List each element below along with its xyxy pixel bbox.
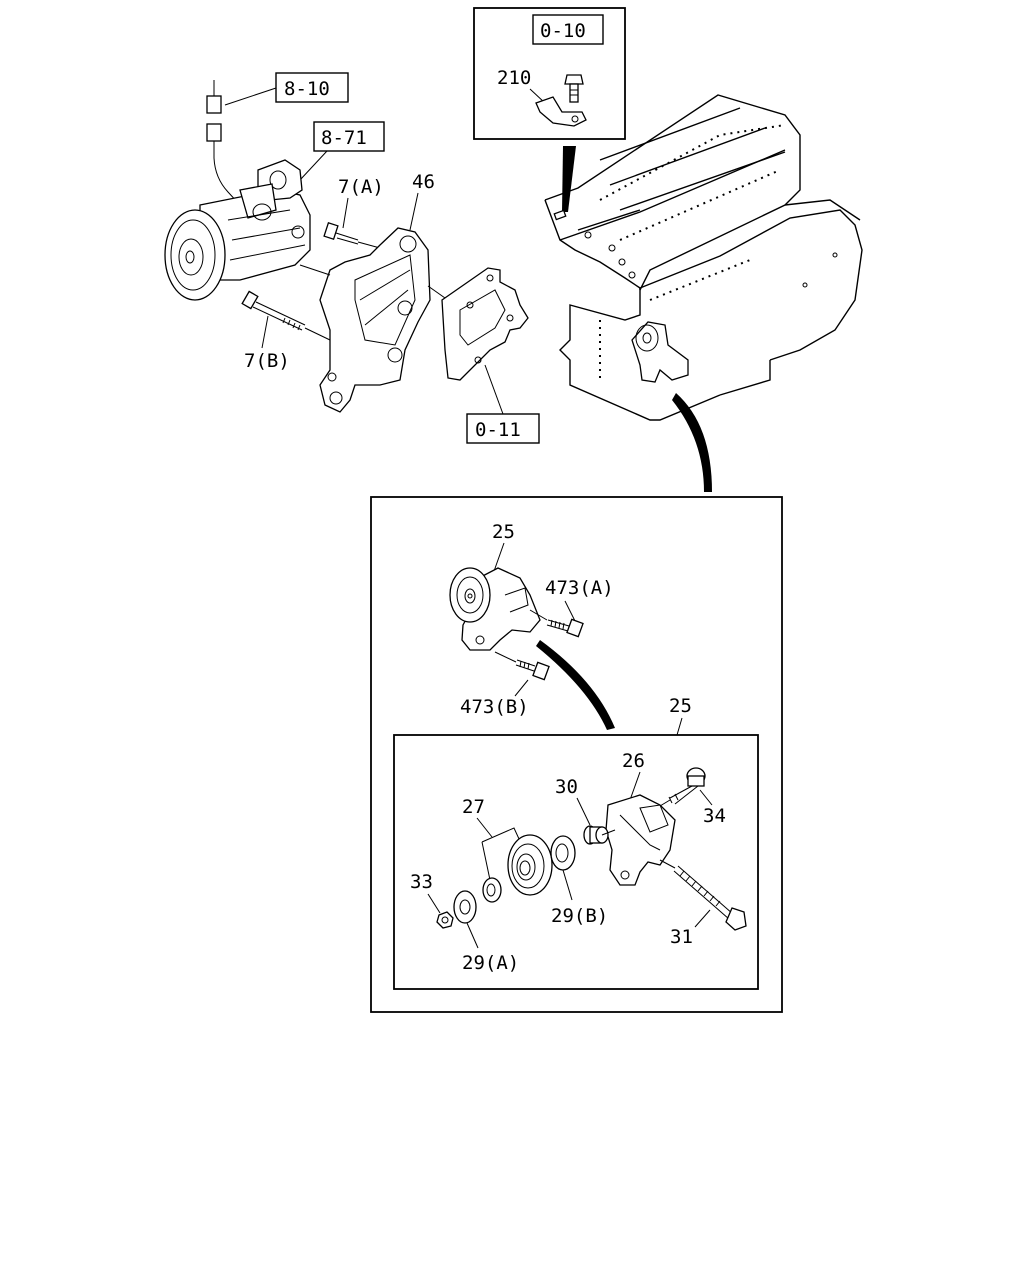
- clip-part: [535, 96, 587, 127]
- ref-box-8-10[interactable]: 8-10: [275, 72, 349, 103]
- leader-arrow-top: [562, 146, 576, 212]
- exploded-inset-frame: [393, 734, 759, 990]
- bolt-7a-part: [323, 221, 359, 245]
- ref-0-10-label: 0-10: [540, 20, 586, 42]
- bracket-46-part: [319, 227, 431, 413]
- leader-arrow-engine: [672, 393, 712, 492]
- callout-25-lower: 25: [669, 695, 692, 717]
- callout-46: 46: [412, 171, 435, 193]
- callout-7a: 7(A): [338, 176, 384, 198]
- ref-box-8-71[interactable]: 8-71: [313, 121, 385, 152]
- callout-7b: 7(B): [244, 350, 290, 372]
- callout-29a: 29(A): [462, 952, 519, 974]
- ref-8-10-label: 8-10: [284, 78, 330, 100]
- tensioner-bracket-26-part: [605, 794, 676, 886]
- callout-210: 210: [497, 67, 531, 89]
- tensioner-on-engine: [631, 321, 689, 383]
- ac-compressor-part: [164, 159, 311, 301]
- leader-arrow-inset: [536, 640, 615, 730]
- callout-29b: 29(B): [551, 905, 608, 927]
- ref-box-0-10[interactable]: 0-10: [532, 14, 604, 45]
- washer-29a-part: [453, 890, 477, 924]
- callout-31: 31: [670, 926, 693, 948]
- callout-27: 27: [462, 796, 485, 818]
- ref-box-0-11[interactable]: 0-11: [466, 413, 540, 444]
- bolt-473b-part: [515, 659, 550, 681]
- ref-0-11-label: 0-11: [475, 419, 521, 441]
- long-bolt-31-part: [673, 865, 747, 931]
- clip-inset-frame: [473, 7, 626, 140]
- callout-473b: 473(B): [460, 696, 529, 718]
- bolt-473a-part: [546, 618, 584, 638]
- bolt-34-part: [668, 767, 706, 805]
- ref-8-71-label: 8-71: [321, 127, 367, 149]
- callout-25-upper: 25: [492, 521, 515, 543]
- tensioner-assembly-25-part: [449, 567, 541, 651]
- bearing-27-part: [482, 877, 502, 903]
- bolt-7b-part: [241, 290, 306, 331]
- connector-part: [206, 80, 241, 206]
- callout-33: 33: [410, 871, 433, 893]
- nut-33-part: [436, 911, 454, 929]
- pulley-27-part: [507, 834, 553, 896]
- tensioner-inset-frame: [370, 496, 783, 1013]
- plate-0-11-part: [441, 267, 529, 381]
- callout-30: 30: [555, 776, 578, 798]
- clip-bolt-part: [564, 74, 584, 103]
- callout-473a: 473(A): [545, 577, 614, 599]
- callout-26: 26: [622, 750, 645, 772]
- washer-29b-part: [550, 835, 576, 871]
- engine-block: [544, 94, 863, 421]
- callout-34: 34: [703, 805, 726, 827]
- bushing-30-part: [583, 825, 616, 845]
